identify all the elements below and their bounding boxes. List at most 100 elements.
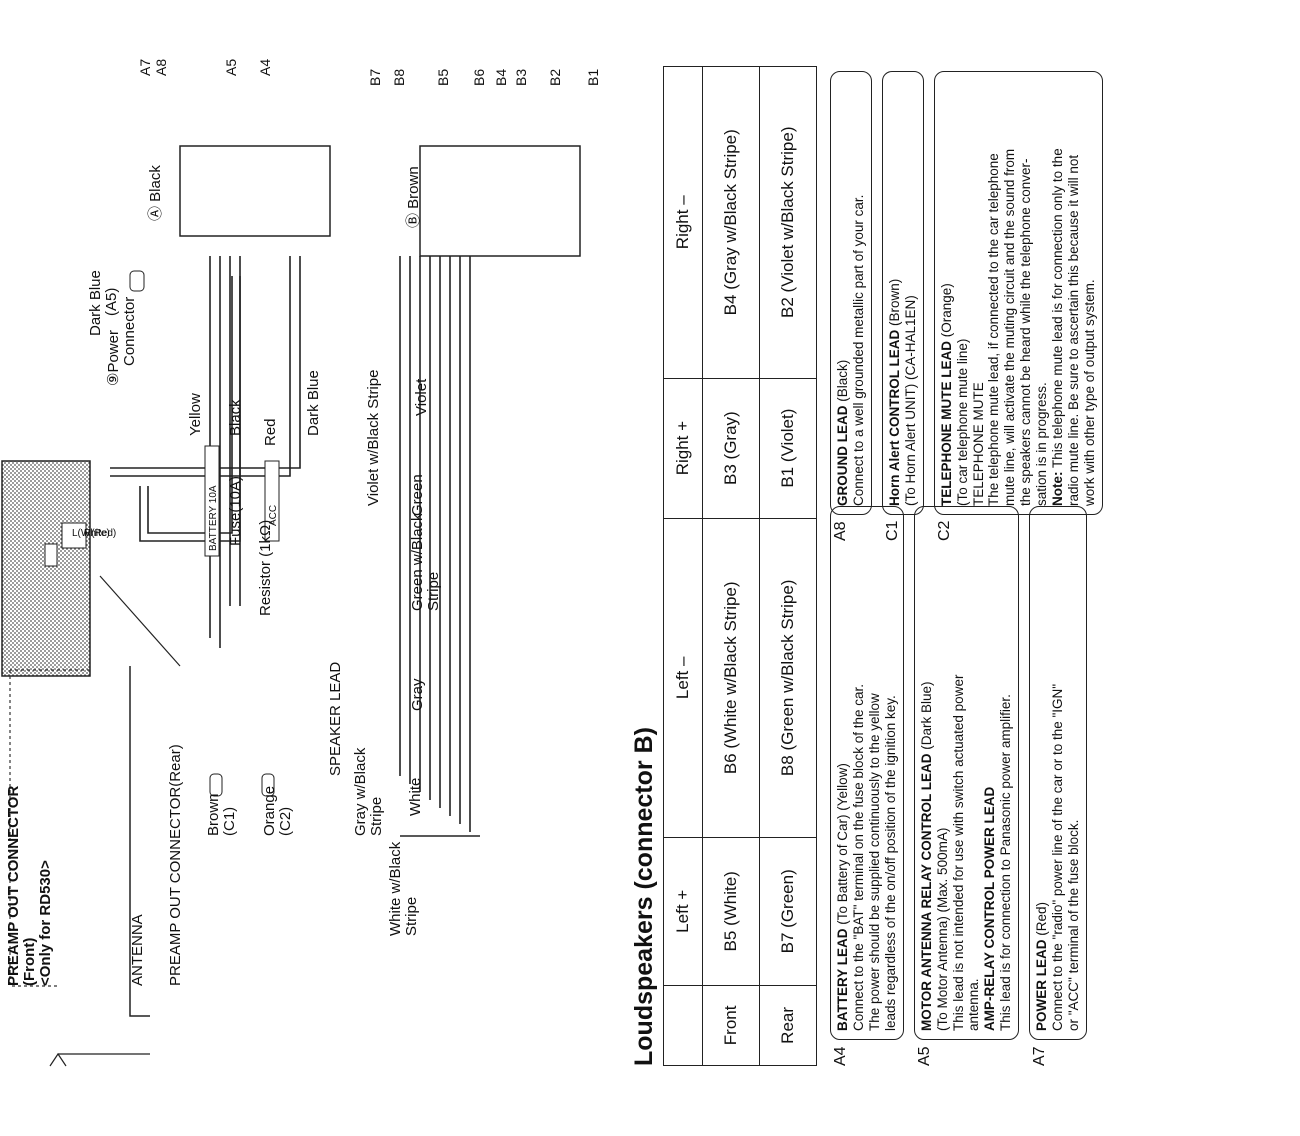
- black-label: Black: [227, 399, 244, 436]
- table-cell: B1 (Violet): [759, 378, 817, 519]
- note-heading: TELEPHONE MUTE LEAD (Orange): [939, 80, 955, 506]
- brown-c1-sub: (C1): [221, 807, 238, 836]
- pin-a7: A7: [137, 59, 153, 76]
- preamp-front-dotted-line: [9, 669, 90, 987]
- note-subtitle: (Brown): [886, 278, 902, 330]
- pin-a8: A8: [153, 59, 169, 76]
- table-row: Front B5 (White) B6 (White w/Black Strip…: [702, 66, 760, 1066]
- antenna-wire: [129, 666, 150, 1017]
- green-label: Green: [409, 474, 426, 516]
- note-box: Horn Alert CONTROL LEAD (Brown) (To Horn…: [881, 71, 924, 515]
- preamp-rear-leader: [99, 575, 181, 667]
- note-subtitle: (Black): [835, 359, 850, 406]
- pin-b5: B5: [435, 69, 451, 86]
- note-line: antenna.: [966, 978, 982, 1031]
- note-heading: MOTOR ANTENNA RELAY CONTROL LEAD (Dark B…: [919, 515, 935, 1031]
- note-line: Note: This telephone mute lead is for co…: [1050, 80, 1066, 506]
- note-box: TELEPHONE MUTE LEAD (Orange) (To car tel…: [933, 71, 1103, 515]
- note-id: C1: [883, 520, 901, 541]
- note-heading: POWER LEAD (Red): [1034, 515, 1050, 1031]
- dark-blue-a5-sub: (A5): [103, 288, 120, 316]
- note-line: This lead is not intended for use with s…: [950, 674, 966, 1031]
- note-box: MOTOR ANTENNA RELAY CONTROL LEAD (Dark B…: [913, 506, 1020, 1040]
- gray-black-label-1: Gray w/Black: [352, 747, 369, 836]
- note-box: GROUND LEAD (Black) Connect to a well gr…: [830, 71, 872, 515]
- note-a7: A7 POWER LEAD (Red) Connect to the "radi…: [1029, 506, 1087, 1066]
- note-title: TELEPHONE MUTE LEAD: [938, 340, 954, 506]
- gray-label: Gray: [409, 678, 426, 711]
- antenna-symbol: [49, 1052, 150, 1067]
- note-id: A5: [915, 1046, 933, 1066]
- preamp-rear-label: PREAMP OUT CONNECTOR(Rear): [167, 744, 184, 986]
- note-title: MOTOR ANTENNA RELAY CONTROL LEAD: [918, 753, 934, 1031]
- speaker-lead-label: SPEAKER LEAD: [327, 662, 344, 776]
- antenna-label: ANTENNA: [129, 914, 146, 986]
- brown-c1-label: Brown: [205, 793, 222, 836]
- head-unit-socket: [44, 543, 58, 567]
- header-left-minus: Left –: [663, 518, 703, 838]
- orange-c2-label: Orange: [261, 786, 278, 836]
- orange-c2-plug: [261, 773, 275, 797]
- note-line: or "ACC" terminal of the fuse block.: [1066, 819, 1082, 1031]
- note-a4: A4 BATTERY LEAD (To Battery of Car) (Yel…: [830, 506, 904, 1066]
- violet-label: Violet: [413, 378, 430, 416]
- power-connector-label-2: Connector: [121, 297, 138, 366]
- table-cell: B6 (White w/Black Stripe): [702, 518, 760, 838]
- header-left-plus: Left +: [663, 837, 703, 986]
- note-a5: A5 MOTOR ANTENNA RELAY CONTROL LEAD (Dar…: [913, 506, 1020, 1066]
- note-id: A4: [832, 1046, 849, 1066]
- header-right-minus: Right –: [663, 66, 703, 379]
- preamp-front-note: <Only for RD530>: [37, 860, 54, 986]
- pin-b3: B3: [513, 69, 529, 86]
- note-line: Connect to the "BAT" terminal on the fus…: [850, 683, 866, 1031]
- note-text: This telephone mute lead is for connecti…: [1050, 148, 1066, 472]
- note-line: sation is in progress.: [1034, 382, 1050, 506]
- note-subtitle: (Dark Blue): [918, 681, 934, 754]
- note-line: TELEPHONE MUTE: [970, 382, 986, 506]
- pin-a5: A5: [223, 59, 239, 76]
- note-c2: C2 TELEPHONE MUTE LEAD (Orange) (To car …: [933, 71, 1103, 541]
- pin-b2: B2: [547, 69, 563, 86]
- loudspeakers-section: Loudspeakers (connector B) Left + Left –…: [630, 66, 817, 1066]
- note-c1: C1 Horn Alert CONTROL LEAD (Brown) (To H…: [881, 71, 924, 541]
- connector-a-label: Ⓐ Black: [147, 165, 164, 221]
- note-box: POWER LEAD (Red) Connect to the "radio" …: [1029, 506, 1087, 1040]
- note-heading: Horn Alert CONTROL LEAD (Brown): [887, 80, 903, 506]
- note-line: work with other type of output system.: [1081, 279, 1097, 506]
- table-cell: B3 (Gray): [702, 378, 760, 519]
- pin-b6: B6: [471, 69, 487, 86]
- green-black-label-2: Stripe: [425, 572, 442, 611]
- preamp-front-title: PREAMP OUT CONNECTOR: [5, 786, 22, 986]
- white-label: White: [407, 778, 424, 816]
- note-line: This lead is for connection to Panasonic…: [998, 694, 1014, 1031]
- dark-blue-label: Dark Blue: [305, 370, 322, 436]
- table-header-row: Left + Left – Right + Right –: [663, 66, 703, 1066]
- note-line: The telephone mute lead, if connected to…: [986, 153, 1002, 506]
- note-line: Connect to the "radio" power line of the…: [1050, 683, 1066, 1031]
- preamp-front-sub: (Front): [21, 938, 38, 986]
- brown-c1-plug: [209, 773, 223, 797]
- notes-column-left: A4 BATTERY LEAD (To Battery of Car) (Yel…: [830, 506, 1097, 1066]
- note-id: A7: [1031, 1046, 1049, 1066]
- note-title: Horn Alert CONTROL LEAD: [886, 329, 902, 506]
- power-connector-label-1: ⑨Power: [105, 330, 122, 386]
- rca-left-label: L(White): [72, 528, 110, 539]
- notes-column-right: A8 GROUND LEAD (Black) Connect to a well…: [830, 71, 1113, 541]
- note-heading: GROUND LEAD (Black): [835, 80, 851, 506]
- note-label: Note:: [1050, 471, 1066, 507]
- note-line: (To Horn Alert UNIT) (CA-HAL1EN): [902, 295, 918, 506]
- note-title: GROUND LEAD: [835, 405, 850, 507]
- table-cell: B4 (Gray w/Black Stripe): [702, 66, 760, 379]
- note-heading: BATTERY LEAD (To Battery of Car) (Yellow…: [835, 515, 851, 1031]
- note-line: mute line, will activate the muting circ…: [1002, 148, 1018, 506]
- connector-a: [179, 145, 331, 237]
- loudspeakers-title: Loudspeakers (connector B): [630, 727, 658, 1066]
- orange-c2-sub: (C2): [277, 807, 294, 836]
- header-right-plus: Right +: [663, 378, 703, 519]
- connector-b-label: Ⓑ Brown: [405, 166, 422, 228]
- note-title: BATTERY LEAD: [835, 928, 850, 1031]
- fuse-holder: [204, 445, 220, 557]
- note-id: C2: [935, 520, 953, 541]
- pin-b8: B8: [391, 69, 407, 86]
- table-cell: Front: [702, 985, 760, 1066]
